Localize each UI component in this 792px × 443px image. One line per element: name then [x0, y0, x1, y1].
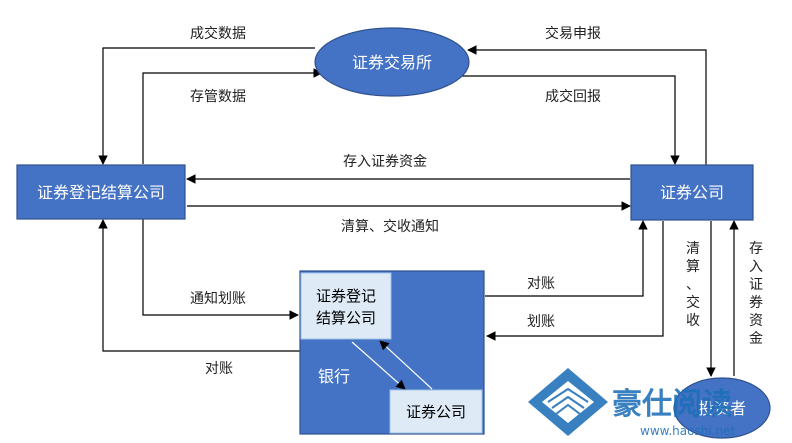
investor-label: 投资者: [698, 399, 746, 418]
bank-clearing-label-2: 结算公司: [316, 309, 376, 327]
edge-trade-report: [467, 45, 707, 165]
vertical-char: 入: [749, 259, 763, 275]
bank-clearing-node: [300, 272, 392, 340]
label-trade-report: 交易申报: [545, 25, 601, 42]
bank-broker-label: 证券公司: [406, 403, 466, 421]
vertical-char: 证: [749, 277, 763, 293]
book-logo-icon: [528, 368, 608, 436]
label-reconcile-left: 对账: [205, 361, 233, 377]
broker-node: [630, 164, 754, 221]
vertical-char: 存: [749, 241, 763, 257]
vertical-char: 交: [686, 294, 700, 311]
label-deposit-vertical: 存 入 证 券 资 金: [749, 241, 763, 347]
label-clearing-settle-vertical: 清 算 、 交 收: [686, 241, 700, 329]
edge-custody-data: [142, 68, 323, 164]
vertical-char: 收: [686, 313, 700, 329]
exchange-label: 证券交易所: [352, 53, 432, 72]
exchange-node: [314, 27, 470, 97]
edge-inner-up: [379, 340, 433, 390]
bank-broker-node: [389, 389, 483, 434]
vertical-char: 清: [686, 241, 700, 257]
bank-clearing-label-1: 证券登记: [316, 287, 376, 305]
broker-label: 证券公司: [660, 183, 724, 202]
label-notify-transfer: 通知划账: [190, 290, 246, 307]
edge-inner-down: [351, 341, 406, 390]
edge-reconcile-left: [98, 219, 300, 352]
edge-trade-data: [98, 47, 315, 165]
edge-transfer-right: [486, 221, 664, 341]
label-custody-data: 存管数据: [190, 89, 246, 105]
label-reconcile-right: 对账: [527, 276, 555, 292]
label-trade-return: 成交回报: [545, 88, 601, 105]
investor-node: [673, 377, 771, 439]
label-deposit-funds: 存入证券资金: [343, 154, 427, 170]
edge-notify-transfer: [142, 219, 299, 320]
watermark-url: www.haoshi.net: [640, 424, 735, 438]
clearing-node: [16, 164, 186, 220]
vertical-char: 金: [749, 331, 763, 347]
watermark-text: 豪仕阅读: [612, 387, 732, 422]
label-transfer-right: 划账: [527, 314, 555, 330]
vertical-char: 资: [749, 313, 763, 329]
vertical-char: 算: [686, 259, 700, 275]
bank-label: 银行: [318, 367, 350, 386]
clearing-label: 证券登记结算公司: [37, 183, 165, 202]
edge-reconcile-right: [485, 220, 648, 297]
label-trade-data: 成交数据: [190, 25, 246, 42]
vertical-char: 券: [749, 295, 763, 311]
edge-trade-return: [462, 75, 680, 165]
vertical-char: 、: [686, 277, 700, 293]
label-clearing-notice: 清算、交收通知: [341, 218, 439, 235]
watermark: 豪仕阅读 www.haoshi.net: [528, 368, 735, 438]
